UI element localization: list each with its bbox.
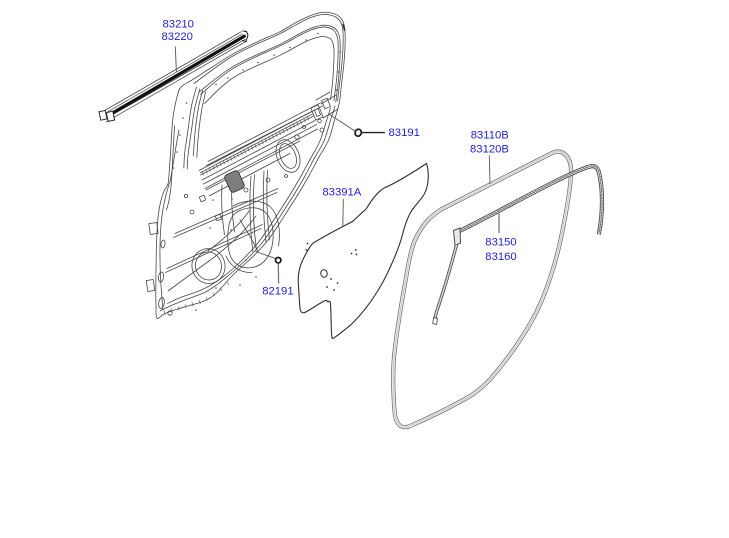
svg-text:83220: 83220 <box>162 31 193 43</box>
svg-text:83191: 83191 <box>389 127 420 139</box>
svg-text:83160: 83160 <box>485 251 516 263</box>
svg-text:83150: 83150 <box>485 236 516 248</box>
svg-text:82191: 82191 <box>262 285 293 297</box>
svg-text:83391A: 83391A <box>322 186 361 198</box>
svg-text:83210: 83210 <box>163 18 194 30</box>
svg-text:83120B: 83120B <box>470 143 509 155</box>
svg-text:83110B: 83110B <box>471 130 509 142</box>
